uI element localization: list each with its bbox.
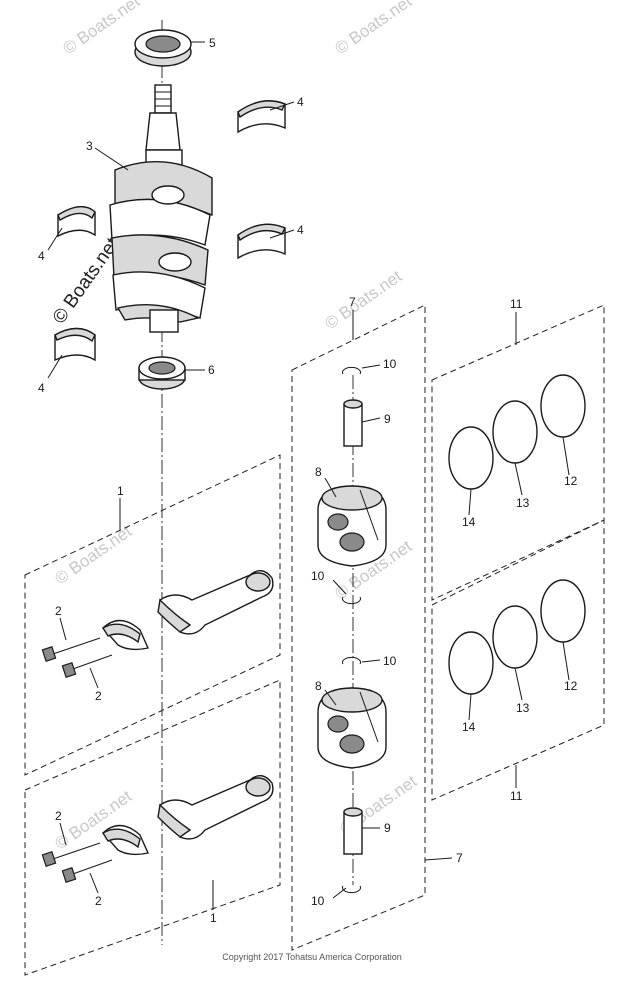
callout-12: 12	[564, 474, 578, 488]
watermark-text: © Boats.net	[331, 0, 415, 58]
callout-labels: 5 4 3 4 4 4 6 7 11 10 9 8 10 1 12 13 14 …	[38, 36, 578, 925]
main-bearing-upper-left	[57, 206, 96, 238]
piston-pin-2	[343, 807, 363, 855]
callout-10: 10	[383, 357, 397, 371]
piston-ring-12-b	[540, 579, 586, 643]
callout-9: 9	[384, 412, 391, 426]
piston-set-box	[291, 304, 426, 951]
callout-10: 10	[311, 894, 325, 908]
callout-4: 4	[38, 249, 45, 263]
piston-ring-13-b	[492, 605, 538, 669]
callout-13: 13	[516, 701, 530, 715]
connecting-rod-set-box-top	[24, 454, 281, 776]
callout-11: 11	[510, 297, 523, 311]
piston-pin-clip-1	[342, 366, 361, 375]
connecting-rod-bolt-2	[61, 654, 113, 679]
callout-14: 14	[462, 515, 476, 529]
main-bearing-lower-left	[54, 327, 96, 362]
callout-7: 7	[456, 851, 463, 865]
piston-pin-clip-2	[342, 596, 361, 605]
callout-5: 5	[209, 36, 216, 50]
piston-pin-1	[343, 399, 363, 447]
leader-lines	[47, 41, 570, 910]
connecting-rod-bolt-3	[41, 842, 101, 868]
callout-8: 8	[315, 465, 322, 479]
callout-10: 10	[311, 569, 325, 583]
callout-1: 1	[117, 484, 124, 498]
piston-ring-14-b	[448, 631, 494, 695]
connecting-rod-2	[157, 775, 274, 840]
watermark-text: © Boats.net	[51, 521, 135, 588]
connecting-rod-bolt-1	[41, 637, 101, 663]
copyright-notice: Copyright 2017 Tohatsu America Corporati…	[222, 952, 402, 962]
piston-ring-13-a	[492, 400, 538, 464]
callout-4: 4	[297, 95, 304, 109]
oil-seal-upper	[134, 29, 192, 67]
watermark-text: © Boats.net	[59, 0, 143, 58]
main-bearing-upper-right	[237, 100, 286, 134]
callout-3: 3	[86, 139, 93, 153]
callout-11: 11	[510, 789, 523, 803]
piston-ring-14-a	[448, 426, 494, 490]
callout-2: 2	[95, 689, 102, 703]
callout-14: 14	[462, 720, 476, 734]
piston-ring-12-a	[540, 374, 586, 438]
piston-1	[317, 485, 387, 567]
piston-2	[317, 687, 387, 769]
connecting-rod-1	[157, 570, 274, 635]
callout-4: 4	[38, 381, 45, 395]
callout-2: 2	[55, 604, 62, 618]
callout-8: 8	[315, 679, 322, 693]
connecting-rod-cap-1	[102, 619, 149, 651]
crankshaft	[109, 84, 213, 333]
oil-seal-lower	[138, 356, 186, 390]
connecting-rod-set-box-bottom	[24, 679, 281, 976]
callout-10: 10	[383, 654, 397, 668]
callout-9: 9	[384, 821, 391, 835]
callout-1: 1	[210, 911, 217, 925]
callout-6: 6	[208, 363, 215, 377]
callout-13: 13	[516, 496, 530, 510]
callout-2: 2	[95, 894, 102, 908]
connecting-rod-bolt-4	[61, 859, 113, 884]
piston-pin-clip-3	[342, 656, 361, 665]
callout-2: 2	[55, 809, 62, 823]
callout-12: 12	[564, 679, 578, 693]
callout-4: 4	[297, 223, 304, 237]
main-bearing-mid-right	[237, 223, 286, 260]
piston-pin-clip-4	[342, 885, 361, 894]
connecting-rod-cap-2	[102, 824, 149, 856]
watermark-text: © Boats.net	[321, 266, 405, 333]
callout-7: 7	[349, 295, 356, 309]
